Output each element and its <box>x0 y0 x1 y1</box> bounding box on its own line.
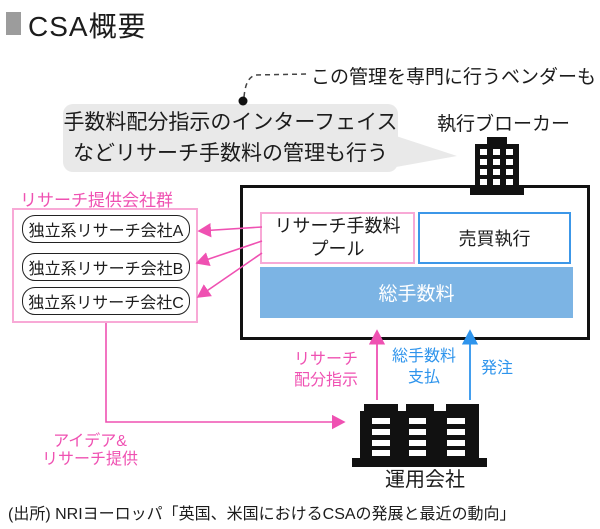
research-group-container: 独立系リサーチ会社A 独立系リサーチ会社B 独立系リサーチ会社C <box>12 208 198 323</box>
annotation-dashed-connector <box>243 73 309 98</box>
research-company-box: 独立系リサーチ会社B <box>22 253 190 281</box>
total-fee-payment-label: 総手数料 支払 <box>391 348 456 386</box>
research-group-label: リサーチ提供会社群 <box>20 191 173 210</box>
research-allocation-label: リサーチ 配分指示 <box>293 351 358 389</box>
idea-research-label: アイデア& リサーチ提供 <box>41 433 138 468</box>
source-text: (出所) NRIヨーロッパ「英国、米国におけるCSAの発展と最近の動向」 <box>8 506 516 523</box>
broker-box: リサーチ手数料 プール 売買執行 総手数料 <box>240 185 590 340</box>
vendor-annotation-text: この管理を専門に行うベンダーも <box>311 67 597 88</box>
page-title: CSA概要 <box>28 11 147 42</box>
research-company-box: 独立系リサーチ会社C <box>22 287 190 315</box>
trade-execution-box: 売買執行 <box>418 212 571 264</box>
speech-bubble: 手数料配分指示のインターフェイス などリサーチ手数料の管理も行う <box>63 104 398 172</box>
research-fee-pool-box: リサーチ手数料 プール <box>260 212 415 264</box>
fund-manager-label: 運用会社 <box>385 469 465 491</box>
total-commission-bar: 総手数料 <box>260 267 573 318</box>
fund-manager-building-icon <box>352 404 487 467</box>
order-label: 発注 <box>481 360 514 377</box>
speech-bubble-tail <box>396 136 457 167</box>
execution-broker-label: 執行ブローカー <box>437 114 571 135</box>
title-accent-bar <box>6 12 21 35</box>
research-company-box: 独立系リサーチ会社A <box>22 215 190 243</box>
